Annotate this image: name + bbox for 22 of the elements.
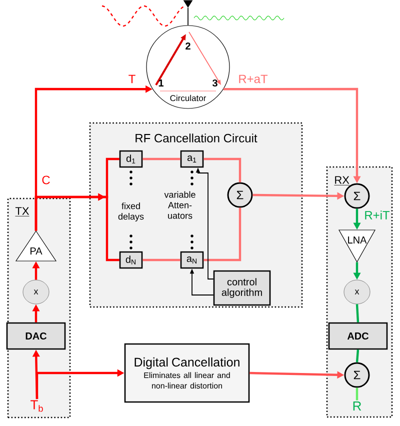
process-box: DAC bbox=[6, 322, 66, 350]
arrow bbox=[204, 158, 242, 182]
port-number: 2 bbox=[186, 42, 190, 50]
signal-label: R bbox=[353, 402, 362, 410]
process-box: control algorithm bbox=[213, 270, 271, 306]
edge-label: R+iT bbox=[365, 210, 390, 220]
process-box: a$_{N}$ bbox=[180, 251, 204, 269]
port-number: 3 bbox=[212, 79, 218, 87]
process-box: ADC bbox=[328, 322, 388, 350]
port-number: 1 bbox=[158, 80, 164, 86]
process-box: Digital Cancellation Eliminates all linear and non-linear distortion bbox=[124, 343, 250, 403]
edge-label: R+aT bbox=[239, 74, 268, 84]
text-label: variable Atten- uators bbox=[164, 191, 196, 219]
process-box: d$_{1}$ bbox=[119, 150, 143, 168]
process-box: a$_{1}$ bbox=[180, 150, 204, 168]
arrow bbox=[34, 193, 120, 262]
process-box: d$_{N}$ bbox=[119, 251, 143, 269]
edge-label: C bbox=[42, 176, 50, 184]
signal-label: T$_{b}$ bbox=[30, 400, 43, 412]
edge-label: T bbox=[128, 74, 136, 84]
text-label: fixed delays bbox=[118, 202, 144, 222]
antenna-icon bbox=[183, 0, 193, 8]
